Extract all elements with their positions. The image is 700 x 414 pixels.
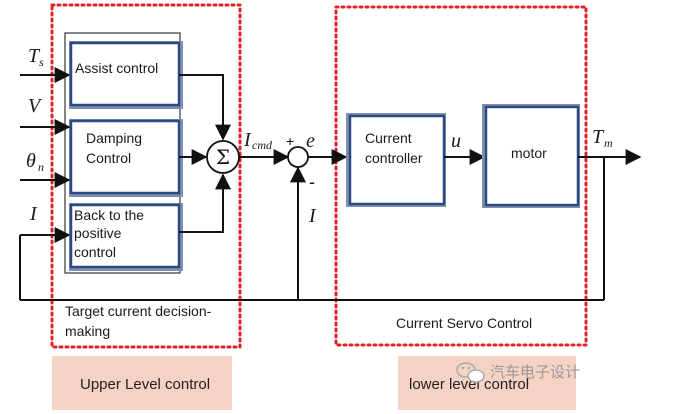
assist-control-label: Assist control [75, 60, 158, 76]
damping-control-label-line2: Control [86, 150, 131, 166]
back-positive-block [69, 203, 181, 269]
input-theta-subscript: n [38, 160, 44, 174]
input-theta-label: θ [26, 150, 36, 172]
u-signal-label: u [451, 130, 461, 152]
target-decision-caption-line2: making [65, 323, 110, 339]
target-decision-caption-line1: Target current decision- [65, 303, 212, 319]
comparator-plus-sign: + [286, 133, 294, 149]
input-ts-subscript: s [39, 55, 44, 69]
current-controller-label-line2: controller [365, 150, 423, 166]
back-positive-to-sum-line [179, 173, 231, 233]
damping-control-label-line1: Damping [86, 130, 142, 146]
upper-level-background [52, 356, 232, 410]
lower-level-label: lower level control [409, 376, 529, 393]
lower-level-background [398, 356, 576, 410]
back-positive-label-line2: positive [74, 225, 122, 241]
back-positive-label-line1: Back to the [74, 207, 144, 223]
summation-symbol: Σ [216, 145, 230, 169]
assist-to-sum-line [179, 74, 231, 141]
icmd-label: I [243, 129, 252, 151]
input-v-label: V [28, 95, 43, 117]
watermark-text: 汽车电子设计 [490, 363, 580, 381]
damping-control-block [69, 119, 181, 195]
back-positive-label-line3: control [74, 244, 116, 260]
icmd-subscript: cmd [252, 138, 273, 152]
current-controller-block [348, 114, 446, 206]
current-controller-label-line1: Current [365, 130, 412, 146]
servo-control-caption: Current Servo Control [396, 315, 532, 331]
error-e-label: e [306, 130, 315, 152]
motor-label: motor [511, 145, 547, 161]
comparator-minus-sign: - [309, 172, 315, 192]
tm-output-subscript: m [604, 136, 613, 150]
comparator-node [287, 146, 309, 168]
input-ts-label: T [28, 45, 41, 67]
wechat-icon [456, 362, 485, 383]
input-i-label: I [29, 203, 38, 225]
tm-output-label: T [592, 126, 605, 148]
feedback-i-label: I [308, 205, 317, 227]
upper-level-region [50, 3, 242, 349]
assist-control-block [69, 41, 181, 107]
upper-level-label: Upper Level control [80, 376, 210, 393]
lower-level-region [334, 5, 588, 347]
